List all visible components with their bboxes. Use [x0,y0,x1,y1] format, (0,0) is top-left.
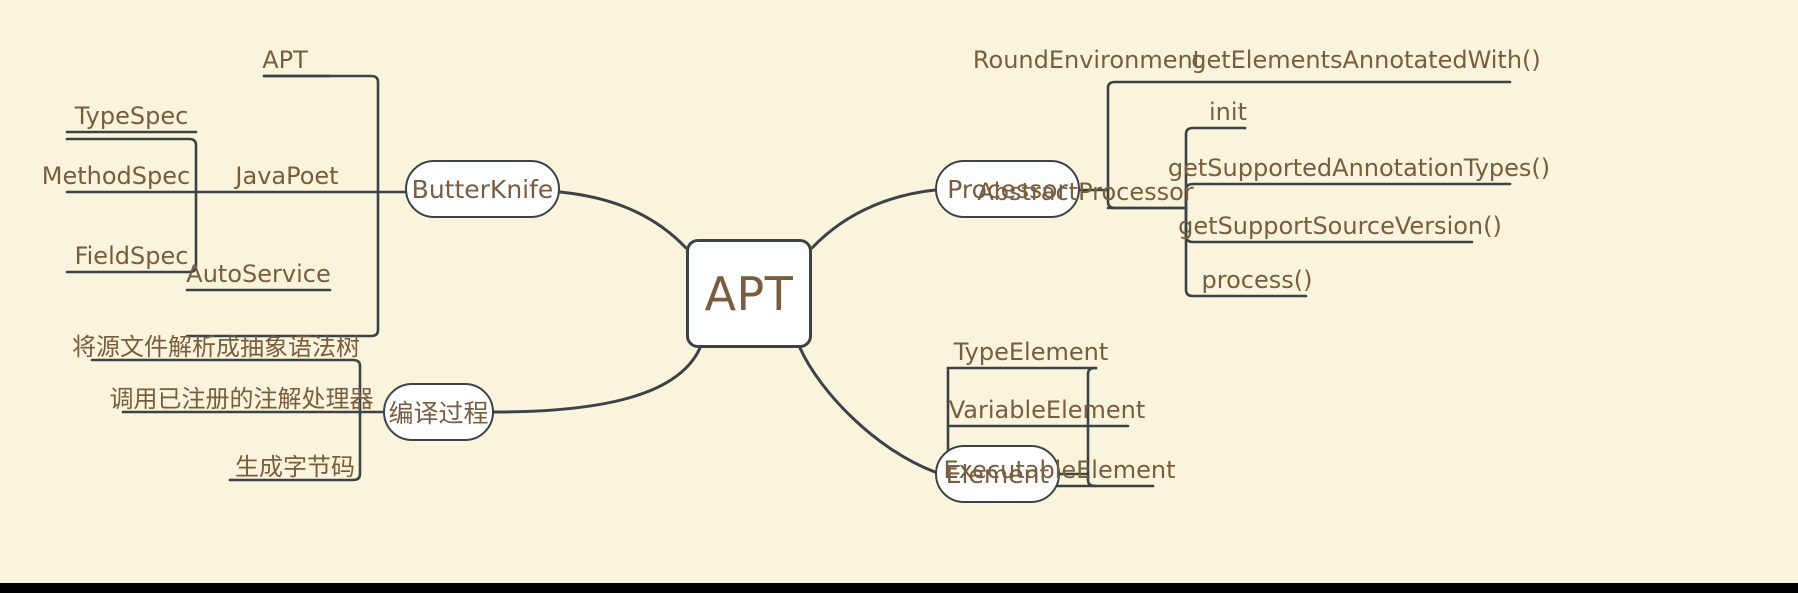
leaf-node-init[interactable]: init [1209,98,1247,126]
leaf-node-executableelement[interactable]: ExecutableElement [943,456,1176,484]
branch-node-processor[interactable]: Processor [935,160,1080,218]
branch-node-butterknife[interactable]: ButterKnife [405,160,560,218]
leaf-node-process[interactable]: process() [1201,266,1313,294]
leaf-node-fieldspec[interactable]: FieldSpec [74,242,189,270]
bottom-bar [0,583,1798,593]
leaf-node-generate-bytecode[interactable]: 生成字节码 [235,452,355,481]
leaf-node-roundenvironment[interactable]: RoundEnvironment [972,46,1203,74]
branch-node-element[interactable]: Element [935,445,1060,503]
branch-node-compile-process[interactable]: 编译过程 [383,383,494,441]
leaf-node-variableelement[interactable]: VariableElement [948,396,1146,424]
leaf-node-typeelement[interactable]: TypeElement [953,338,1109,366]
leaf-node-methodspec[interactable]: MethodSpec [41,162,191,190]
leaf-node-abstractprocessor[interactable]: AbstractProcessor [977,178,1194,206]
leaf-node-javapoet[interactable]: JavaPoet [235,162,339,190]
leaf-node-autoservice[interactable]: AutoService [186,260,331,288]
leaf-node-getelementsannotatedwith[interactable]: getElementsAnnotatedWith() [1191,46,1541,74]
leaf-node-invoke-annotation-processors[interactable]: 调用已注册的注解处理器 [109,384,374,413]
leaf-node-getsupportsourceversion[interactable]: getSupportSourceVersion() [1178,212,1502,240]
leaf-node-getsupportedannotationtypes[interactable]: getSupportedAnnotationTypes() [1167,154,1551,182]
leaf-node-apt-sub[interactable]: APT [262,46,308,74]
leaf-node-typespec[interactable]: TypeSpec [74,102,189,130]
leaf-node-parse-source-to-ast[interactable]: 将源文件解析成抽象语法树 [72,332,360,361]
root-node-apt[interactable]: APT [686,239,812,348]
